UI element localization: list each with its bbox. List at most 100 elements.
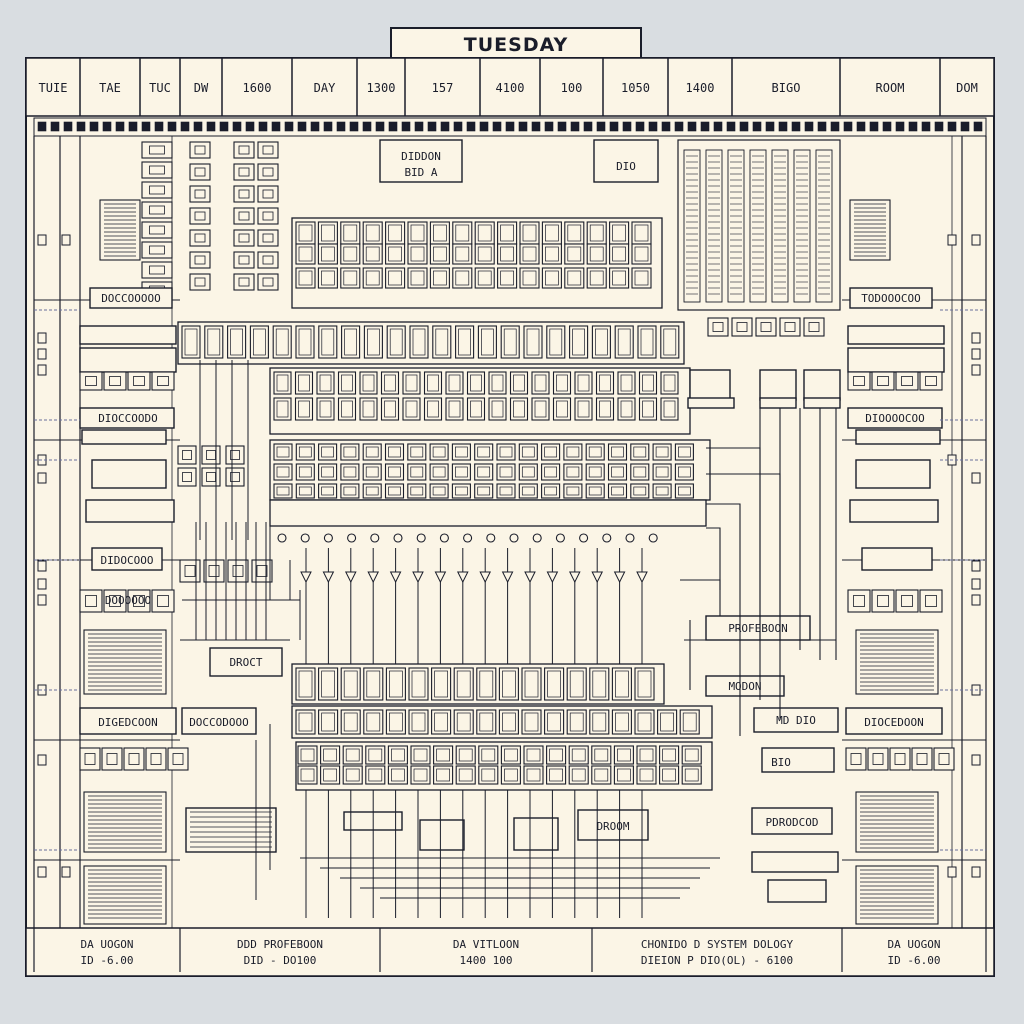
right-rack-column	[793, 149, 811, 303]
middle-cell-inner	[275, 328, 289, 356]
middle-cell	[617, 397, 636, 421]
connector-node	[579, 533, 589, 543]
middle-cell	[402, 397, 421, 421]
right-label-a: TODOOOCOO	[861, 292, 921, 305]
right-small-box-inner	[925, 595, 937, 607]
middle-cell	[500, 325, 520, 359]
subheader-tick	[817, 121, 827, 132]
middle-cell-inner	[599, 400, 611, 418]
center-cell	[519, 243, 540, 265]
footer-line2: ID -6.00	[81, 954, 134, 967]
middle-cell	[652, 443, 672, 461]
subheader-tick	[479, 121, 489, 132]
left-label-box	[79, 407, 175, 429]
footer-line1: DDD PROFEBOON	[237, 938, 323, 951]
left-stack-box	[233, 207, 255, 225]
middle-cell-inner	[595, 328, 608, 356]
middle-cell-inner	[499, 486, 513, 496]
subheader-tick	[674, 121, 684, 132]
lower-cell-inner	[298, 712, 313, 732]
middle-cell-inner	[655, 466, 669, 478]
connector-node	[648, 533, 658, 543]
connector-node	[532, 533, 542, 543]
connector-arrow	[344, 571, 357, 584]
center-cell-inner	[477, 224, 492, 242]
lower-cell	[591, 765, 612, 785]
left-small-box	[103, 371, 127, 391]
center-cell-inner	[545, 224, 559, 242]
footer-line1: DA VITLOON	[453, 938, 519, 951]
middle-cell	[488, 397, 507, 421]
left-stack-box	[189, 273, 211, 291]
middle-cell-inner	[477, 486, 491, 496]
left-striped-box	[79, 347, 177, 373]
middle-cell	[362, 483, 382, 499]
subheader-tick	[440, 121, 450, 132]
lower-cell	[385, 667, 406, 701]
lane-marker	[947, 234, 957, 246]
lower-cell-inner	[368, 768, 383, 782]
center-cell	[564, 243, 585, 265]
middle-panel-c	[269, 499, 707, 527]
right-small-box	[895, 589, 919, 613]
right-small-box-inner	[938, 753, 950, 765]
left-mini-cell	[201, 445, 221, 465]
middle-cell-inner	[633, 466, 647, 478]
left-stack-box	[233, 141, 255, 159]
lower-cell	[431, 667, 452, 701]
middle-cell	[273, 463, 293, 481]
connector-node	[439, 533, 449, 543]
left-mini-cell-inner	[256, 565, 268, 577]
subheader-tick	[596, 121, 606, 132]
left-stack-box-inner	[238, 277, 250, 287]
right-small-box	[867, 747, 889, 771]
center-cell	[362, 243, 383, 265]
lower-cell-inner	[662, 768, 676, 782]
subheader-tick	[726, 121, 736, 132]
right-mid-box	[759, 369, 797, 401]
connector-node	[393, 533, 403, 543]
middle-cell-inner	[544, 486, 557, 496]
lower-cell-inner	[571, 768, 586, 782]
lower-cell-inner	[345, 768, 360, 782]
subheader-tick	[544, 121, 554, 132]
lane-marker	[971, 754, 981, 766]
right-rack-foot	[755, 317, 777, 337]
middle-cell	[363, 325, 383, 359]
lower-cell-inner	[343, 712, 358, 732]
right-rack-foot-inner	[712, 322, 724, 332]
lower-cell-inner	[594, 768, 609, 782]
lower-cell-inner	[300, 768, 315, 782]
lower-cell	[500, 745, 521, 765]
left-stack-box-inner	[262, 211, 274, 221]
left-stack-box	[141, 161, 173, 179]
right-rack-foot	[803, 317, 825, 337]
middle-cell-inner	[491, 374, 504, 392]
middle-cell	[496, 443, 516, 461]
lower-cell-inner	[321, 712, 335, 732]
middle-cell-inner	[276, 446, 290, 458]
middle-cell-inner	[588, 466, 602, 478]
lower-cell	[657, 709, 678, 735]
middle-cell-inner	[365, 446, 379, 458]
lane-marker	[971, 364, 981, 376]
middle-cell	[407, 483, 427, 499]
subheader-tick	[830, 121, 840, 132]
lower-cell-inner	[547, 670, 561, 698]
middle-cell-inner	[640, 328, 654, 356]
lower-cell-inner	[547, 712, 561, 732]
footer-line1: CHONIDO D SYSTEM DOLOGY	[641, 938, 794, 951]
right-rack-foot	[731, 317, 753, 337]
lower-cell-inner	[524, 670, 539, 698]
right-rack-foot-inner	[736, 322, 748, 332]
connector-arrow	[546, 571, 559, 584]
left-stack-box	[189, 229, 211, 247]
middle-cell	[591, 325, 611, 359]
middle-cell	[362, 463, 382, 481]
connector-arrow	[524, 571, 536, 584]
left-mini-cell-inner	[230, 450, 240, 460]
lane-marker	[971, 234, 981, 246]
right-small-box	[919, 589, 943, 613]
lower-cell	[659, 765, 680, 785]
header-row	[25, 57, 995, 117]
